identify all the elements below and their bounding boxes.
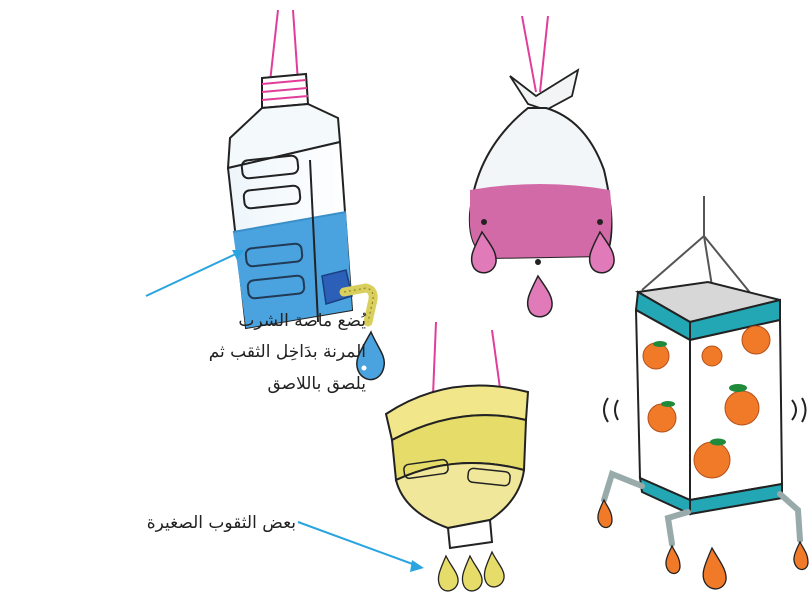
plastic-bag: [470, 16, 614, 317]
straw-line-1: يُضع ماصة الشرب: [140, 306, 366, 337]
straw-line-3: يلصق باللاصق: [140, 369, 366, 400]
straw-instruction-label: يُضع ماصة الشرب المرنة بدَاخِل الثقب ثم …: [140, 306, 366, 400]
arrow-holes: [298, 522, 424, 572]
funnel-bottle: [386, 322, 528, 591]
box-feeder: [598, 196, 808, 589]
straw-line-2: المرنة بدَاخِل الثقب ثم: [140, 337, 366, 368]
holes-label: بعض الثقوب الصغيرة: [50, 508, 296, 539]
arrow-straw: [146, 250, 244, 296]
